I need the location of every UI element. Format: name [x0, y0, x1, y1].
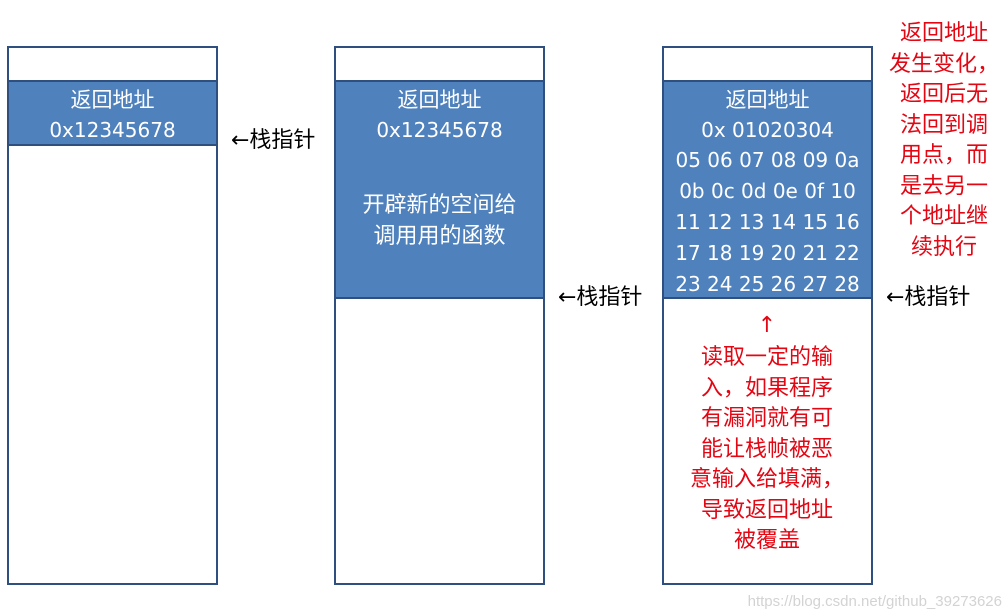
stack-frame-3: 返回地址 0x 01020304 05 06 07 08 09 0a 0b 0c…: [662, 46, 873, 585]
note-line: 发生变化，: [888, 51, 999, 77]
return-address-value: 0x12345678: [49, 118, 176, 142]
return-address-label: 返回地址: [397, 88, 482, 112]
stack-pointer-label-2: ←栈指针: [558, 285, 643, 310]
return-address-cell: 返回地址 0x12345678: [336, 80, 543, 146]
note-line: 返回地址: [899, 21, 988, 46]
stack-pointer-label-3: ←栈指针: [886, 285, 971, 310]
return-change-note: 返回地址 发生变化， 返回后无 法回到调 用点，而 是去另一 个地址继 续执行: [882, 19, 1006, 263]
fill-row: 11 12 13 14 15 16: [675, 210, 860, 234]
stack-frame-2: 返回地址 0x12345678 开辟新的空间给 调用用的函数: [334, 46, 545, 585]
note-line: 能让栈帧被恶: [700, 436, 833, 462]
note-line: 用点，而: [899, 143, 988, 168]
fill-row: 17 18 19 20 21 22: [675, 241, 860, 265]
note-line: 个地址继: [899, 204, 988, 229]
note-line: 被覆盖: [733, 528, 800, 553]
overflow-fill-cell: 05 06 07 08 09 0a 0b 0c 0d 0e 0f 10 11 1…: [664, 144, 871, 299]
note-line: 读取一定的输: [700, 345, 833, 370]
return-address-cell: 返回地址 0x12345678: [9, 80, 216, 146]
new-frame-line: 开辟新的空间给: [362, 192, 517, 218]
fill-row: 05 06 07 08 09 0a: [675, 148, 860, 172]
new-frame-line: 调用用的函数: [373, 223, 506, 249]
overflow-note: 读取一定的输 入，如果程序 有漏洞就有可 能让栈帧被恶 意输入给填满， 导致返回…: [672, 343, 862, 557]
stack-pointer-label-1: ←栈指针: [231, 128, 316, 153]
note-line: 续执行: [910, 234, 977, 260]
new-frame-cell: 开辟新的空间给 调用用的函数: [336, 144, 543, 299]
up-arrow-icon: ↑: [757, 313, 777, 338]
return-address-label: 返回地址: [70, 88, 155, 112]
return-address-value: 0x12345678: [376, 118, 503, 142]
note-line: 法回到调: [899, 112, 988, 138]
fill-row: 23 24 25 26 27 28: [675, 272, 860, 296]
note-line: 入，如果程序: [700, 375, 833, 401]
stack-frame-1: 返回地址 0x12345678: [7, 46, 218, 585]
return-address-label: 返回地址: [725, 88, 810, 112]
note-line: 是去另一: [899, 173, 988, 199]
fill-row: 0b 0c 0d 0e 0f 10: [679, 179, 856, 203]
return-address-value: 0x 01020304: [701, 118, 834, 142]
note-line: 返回后无: [899, 82, 988, 107]
return-address-cell: 返回地址 0x 01020304: [664, 80, 871, 146]
note-line: 导致返回地址: [700, 497, 833, 523]
note-line: 意输入给填满，: [689, 467, 844, 492]
watermark: https://blog.csdn.net/github_39273626: [747, 593, 1002, 610]
note-line: 有漏洞就有可: [700, 406, 833, 431]
